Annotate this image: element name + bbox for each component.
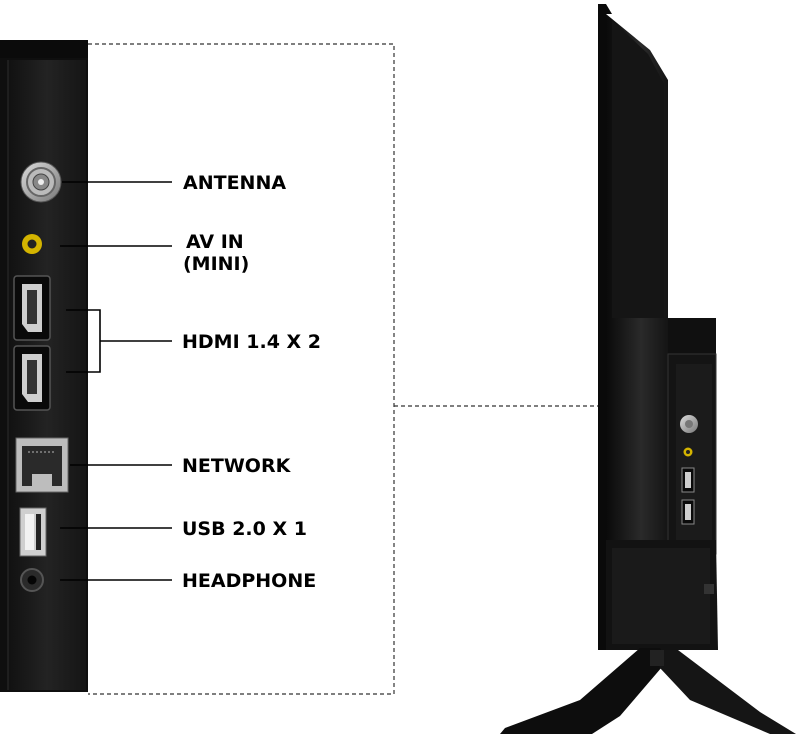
av-in-label-line2: (MINI) bbox=[183, 253, 249, 275]
hdmi-port-icon bbox=[13, 345, 51, 411]
antenna-label: ANTENNA bbox=[183, 172, 286, 194]
hdmi-label: HDMI 1.4 X 2 bbox=[182, 331, 321, 353]
tv-stand bbox=[500, 648, 796, 734]
av-jack-icon bbox=[22, 234, 42, 254]
leader-lines bbox=[60, 181, 172, 581]
hdmi-port-icon bbox=[13, 275, 51, 341]
ethernet-port-icon bbox=[15, 437, 69, 493]
usb-port-icon bbox=[19, 507, 47, 557]
headphone-label: HEADPHONE bbox=[182, 570, 316, 592]
usb-label: USB 2.0 X 1 bbox=[182, 518, 307, 540]
coax-connector-icon bbox=[20, 161, 62, 203]
port-labels: ANTENNA AV IN (MINI) HDMI 1.4 X 2 NETWOR… bbox=[182, 172, 321, 592]
headphone-jack-icon bbox=[20, 568, 44, 592]
tv-side-view bbox=[598, 4, 718, 650]
av-in-label: AV IN bbox=[186, 231, 244, 253]
network-label: NETWORK bbox=[182, 455, 292, 477]
